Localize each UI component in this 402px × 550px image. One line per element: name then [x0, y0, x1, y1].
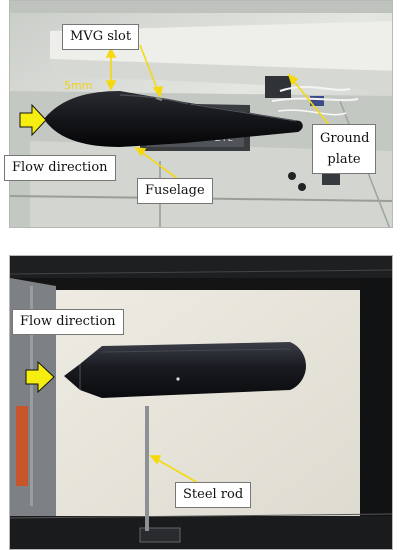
- steel-rod-label: Steel rod: [175, 482, 252, 508]
- flow-arrow-icon: [19, 103, 47, 137]
- flow-direction-label-top: Flow direction: [4, 155, 116, 181]
- flow-arrow-icon-bottom: [25, 360, 55, 394]
- mvg-slot-mark: [155, 97, 163, 101]
- bottom-photo: [9, 255, 393, 550]
- ground-plate-label: Ground plate: [312, 124, 376, 174]
- flow-direction-label-bottom: Flow direction: [12, 309, 124, 335]
- steel-rod: [145, 406, 149, 531]
- bottom-photo-scene: [10, 256, 392, 549]
- fuselage-model: [44, 91, 303, 147]
- gap-label: 5mm: [64, 79, 93, 92]
- mvg-slot-label: MVG slot: [62, 24, 140, 50]
- fuselage-label: Fuselage: [137, 178, 213, 204]
- fuselage-model-side: [64, 342, 306, 398]
